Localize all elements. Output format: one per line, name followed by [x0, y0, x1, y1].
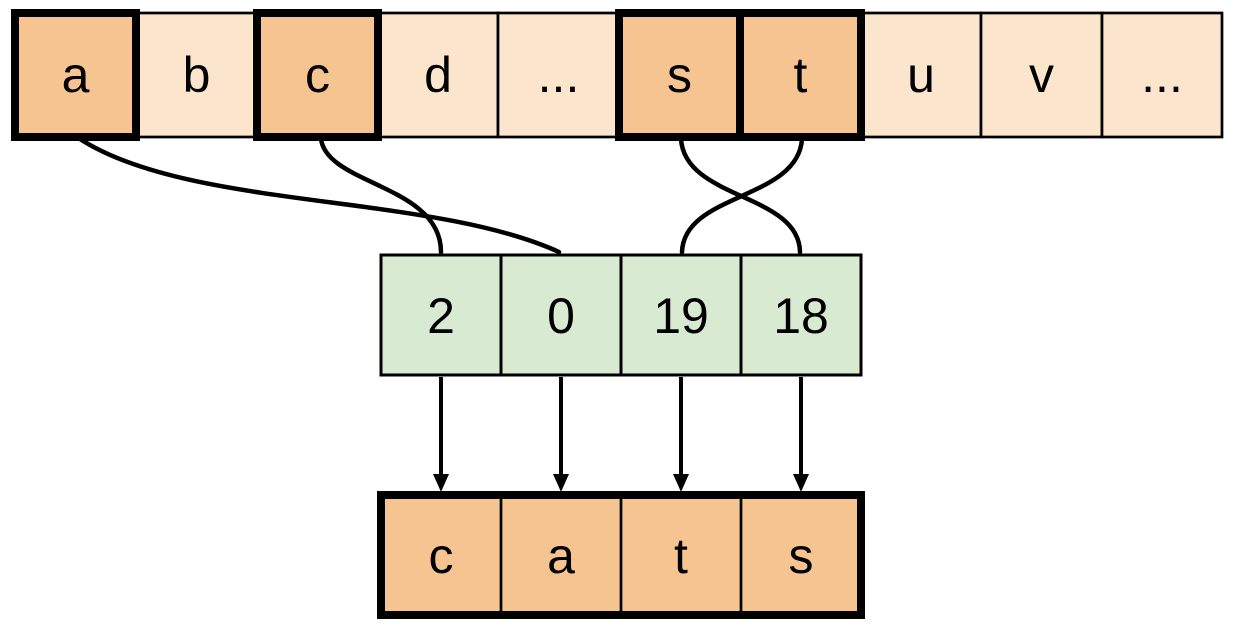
index-cell-19-box	[619, 253, 743, 377]
arrow-index19-to-t-head	[673, 474, 689, 492]
output-cell-c-label: c	[429, 528, 454, 584]
alphabet-cell-u-label: u	[907, 47, 935, 103]
alphabet-cell-c-label: c	[305, 47, 330, 103]
index-cell-0-label: 0	[547, 288, 575, 344]
alphabet-cell-b-box	[134, 11, 259, 139]
index-cell-18-box	[739, 253, 863, 377]
alphabet-cell-ellipsis-2-label: ...	[1141, 47, 1183, 103]
alphabet-cell-c-box	[253, 9, 382, 141]
alphabet-cell-t-label: t	[794, 47, 808, 103]
alphabet-cell-a-box	[11, 9, 140, 141]
alphabet-array: a b c d ... s t u v ...	[11, 9, 1224, 141]
index-cell-18-label: 18	[773, 288, 829, 344]
output-cell-s-label: s	[789, 528, 814, 584]
arrow-index18-to-s-head	[793, 474, 809, 492]
alphabet-cell-v-label: v	[1029, 47, 1054, 103]
alphabet-cell-a-label: a	[62, 47, 90, 103]
index-cell-2-box	[379, 253, 503, 377]
alphabet-cell-s-label: s	[667, 47, 692, 103]
alphabet-cell-b-label: b	[183, 47, 211, 103]
alphabet-cell-d-box	[376, 11, 500, 139]
alphabet-cell-s-box	[615, 9, 744, 141]
curve-a-to-index0	[77, 136, 562, 255]
output-cell-a-label: a	[547, 528, 575, 584]
curve-c-to-index2	[318, 136, 444, 255]
alphabet-cell-v-box	[979, 11, 1104, 139]
alphabet-cell-t-box	[736, 9, 865, 141]
index-array: 2 0 19 18	[379, 253, 863, 377]
alphabet-cell-ellipsis-1-box	[496, 11, 621, 139]
index-cell-2-label: 2	[427, 288, 455, 344]
curve-t-to-index19	[679, 136, 805, 255]
alphabet-cell-ellipsis-1-label: ...	[538, 47, 580, 103]
output-cell-t-label: t	[674, 528, 688, 584]
alphabet-cell-ellipsis-2-box	[1100, 11, 1224, 139]
output-array: c a t s	[377, 491, 865, 619]
letter-to-index-curves	[77, 136, 805, 255]
index-cell-19-label: 19	[653, 288, 709, 344]
alphabet-cell-d-label: d	[424, 47, 452, 103]
index-to-output-arrows	[433, 377, 809, 492]
arrow-index0-to-a-head	[553, 474, 569, 492]
arrow-index2-to-c-head	[433, 474, 449, 492]
